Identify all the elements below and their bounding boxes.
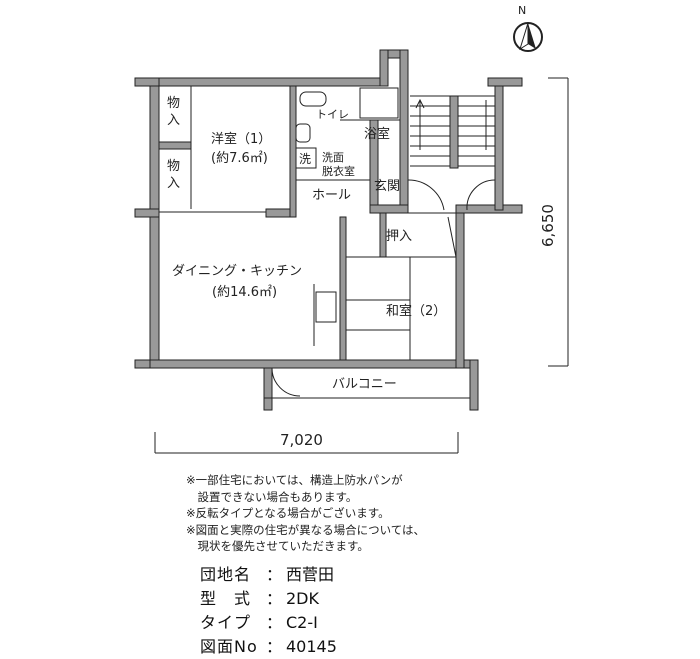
compass-needle — [528, 23, 536, 49]
wall-right-lower — [455, 209, 465, 369]
info-separator: ： — [266, 637, 283, 656]
floor-plan: N — [134, 4, 569, 454]
closet-label: 押入 — [386, 229, 412, 244]
note-line: ※反転タイプとなる場合がございます。 — [186, 506, 390, 520]
wall-stair-right — [494, 85, 504, 211]
info-separator: ： — [266, 613, 283, 632]
wall-top-left — [134, 77, 381, 87]
depth-dimension-label: 6,650 — [539, 204, 557, 247]
storage-top-label-2: 入 — [167, 113, 180, 128]
wall-entrance-bottom — [369, 204, 409, 214]
wall-left-cap-mid — [134, 208, 160, 218]
interior-lines — [159, 86, 496, 399]
stair-arrow — [415, 98, 425, 150]
wall-right-mid — [455, 204, 523, 214]
kitchen-sink — [315, 291, 337, 323]
wall-washroom-left — [289, 85, 297, 218]
hall-label: ホール — [312, 188, 351, 203]
note-line: 現状を優先させていただきます。 — [186, 539, 369, 553]
info-separator: ： — [266, 565, 283, 584]
info-row-estate: 団地名 ：西菅田 — [200, 563, 337, 587]
western-room-name: 洋室（1） — [211, 131, 271, 147]
western-room-area: (約7.6㎡) — [211, 151, 268, 166]
notes: ※一部住宅においては、構造上防水パンが 設置できない場合もあります。 ※反転タイ… — [186, 472, 425, 555]
info-key: タイプ — [200, 613, 252, 632]
note-line: ※一部住宅においては、構造上防水パンが — [186, 473, 403, 487]
sink-basin — [295, 123, 311, 143]
entrance-door — [407, 179, 445, 211]
property-info: 団地名：西菅田 型 式：2DK タイプ：C2-I 図面No：40145 — [200, 563, 337, 659]
info-row-subtype: タイプ ：C2-I — [200, 611, 337, 635]
info-value: 西菅田 — [286, 565, 335, 584]
wall-balcony-right — [469, 359, 479, 411]
wall-stair-left — [399, 49, 409, 211]
washroom-label-2: 脱衣室 — [322, 164, 355, 178]
balcony-door — [271, 367, 301, 397]
wall-left — [149, 85, 160, 369]
walls — [134, 49, 523, 411]
info-value: 40145 — [286, 637, 337, 656]
note-line: ※図面と実際の住宅が異なる場合については、 — [186, 522, 426, 537]
bathtub — [359, 87, 399, 119]
storage-top-label-1: 物 — [167, 96, 180, 111]
stair-handrail — [449, 95, 459, 169]
bathroom-label: 浴室 — [364, 126, 390, 142]
wall-top-right — [487, 77, 523, 87]
info-row-type: 型 式 ：2DK — [200, 587, 337, 611]
wall-japanese-left — [339, 216, 347, 361]
info-key: 図面No — [200, 637, 258, 656]
staircase — [410, 95, 495, 169]
washer-box — [295, 147, 317, 169]
entrance-label: 玄関 — [374, 179, 400, 194]
wall-left-cap-top — [134, 77, 160, 87]
wall-balcony-left — [263, 367, 273, 411]
storage-bottom-label-1: 物 — [167, 159, 180, 174]
info-value: C2-I — [286, 613, 318, 632]
info-key: 型 式 — [200, 589, 252, 608]
dimensions — [154, 77, 569, 454]
compass: N — [513, 4, 543, 52]
oshiire-door — [447, 216, 457, 258]
japanese-room-name: 和室（2） — [386, 303, 446, 319]
wall-stair-left-upper — [379, 49, 389, 87]
wall-bottom — [149, 359, 471, 369]
wall-storage-divider — [158, 141, 192, 150]
info-separator: ： — [266, 589, 283, 608]
width-dimension-label: 7,020 — [280, 431, 323, 449]
compass-label: N — [518, 4, 526, 17]
info-row-drawing-no: 図面No ：40145 — [200, 635, 337, 659]
toilet-label: トイレ — [316, 108, 349, 121]
toilet-bowl — [299, 91, 327, 107]
info-value: 2DK — [286, 589, 319, 608]
dining-kitchen-area: (約14.6㎡) — [212, 285, 277, 300]
info-key: 団地名 — [200, 565, 252, 584]
compass-needle-light — [519, 22, 529, 51]
storage-bottom-label-2: 入 — [167, 176, 180, 191]
note-line: 設置できない場合もあります。 — [186, 489, 358, 504]
balcony-label: バルコニー — [332, 377, 397, 392]
washer-label: 洗 — [299, 152, 311, 166]
dining-kitchen-name: ダイニング・キッチン — [172, 264, 302, 279]
stair-door — [466, 179, 496, 211]
washroom-label-1: 洗面 — [322, 151, 344, 164]
room-labels: 物 入 物 入 洋室（1） (約7.6㎡) トイレ 浴室 洗 洗面 脱衣室 玄関… — [167, 96, 557, 449]
